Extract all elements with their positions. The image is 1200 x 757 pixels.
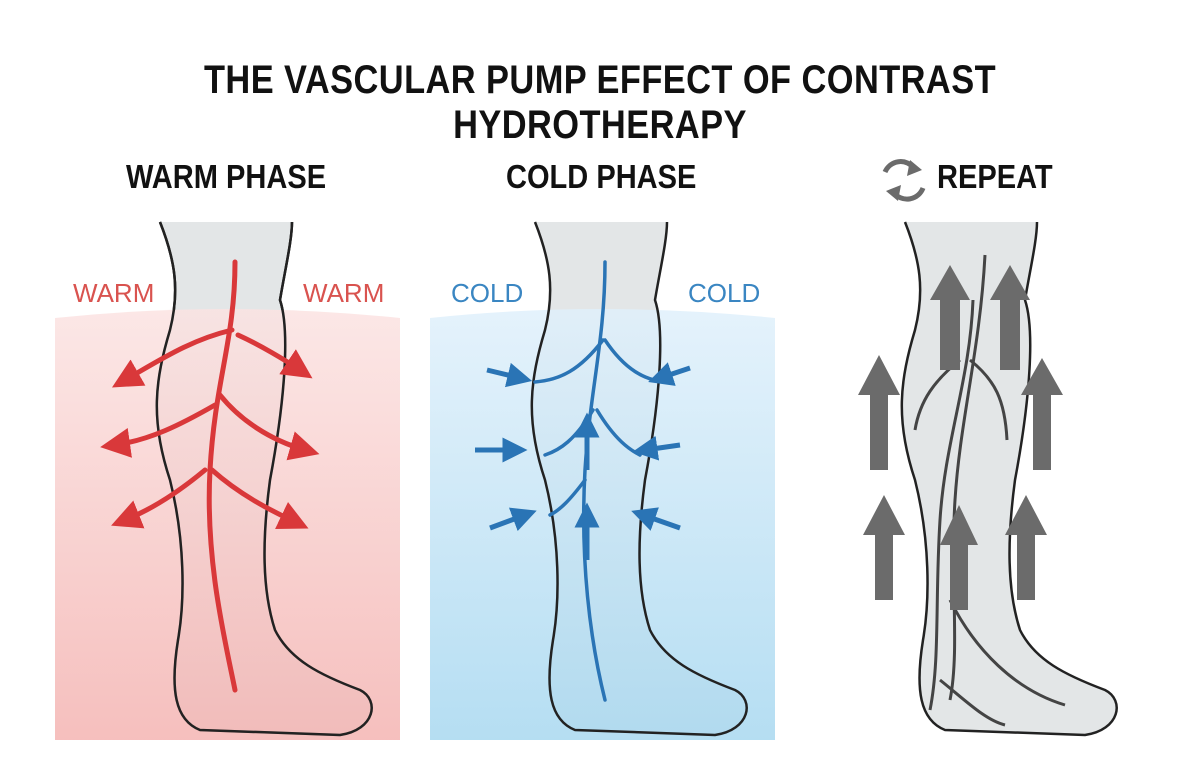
warm-water [55, 309, 400, 740]
cold-label-left: COLD [451, 278, 524, 308]
repeat-heading: REPEAT [937, 158, 1053, 195]
diagram-title: THE VASCULAR PUMP EFFECT OF CONTRAST HYD… [203, 58, 997, 147]
repeat-cycle-icon [882, 159, 926, 202]
dilating-vessels [100, 259, 320, 693]
cold-phase-heading: COLD PHASE [506, 158, 697, 195]
warm-phase-heading: WARM PHASE [126, 158, 327, 195]
warm-label-right: WARM [303, 278, 385, 308]
upward-flow-arrows [858, 265, 1063, 610]
repeat-panel [858, 220, 1118, 737]
cold-phase-panel [430, 220, 775, 740]
cold-water [430, 309, 775, 740]
compression-arrows [475, 362, 691, 560]
warm-label-left: WARM [73, 278, 155, 308]
warm-phase-panel [55, 220, 400, 740]
cold-label-right: COLD [688, 278, 761, 308]
